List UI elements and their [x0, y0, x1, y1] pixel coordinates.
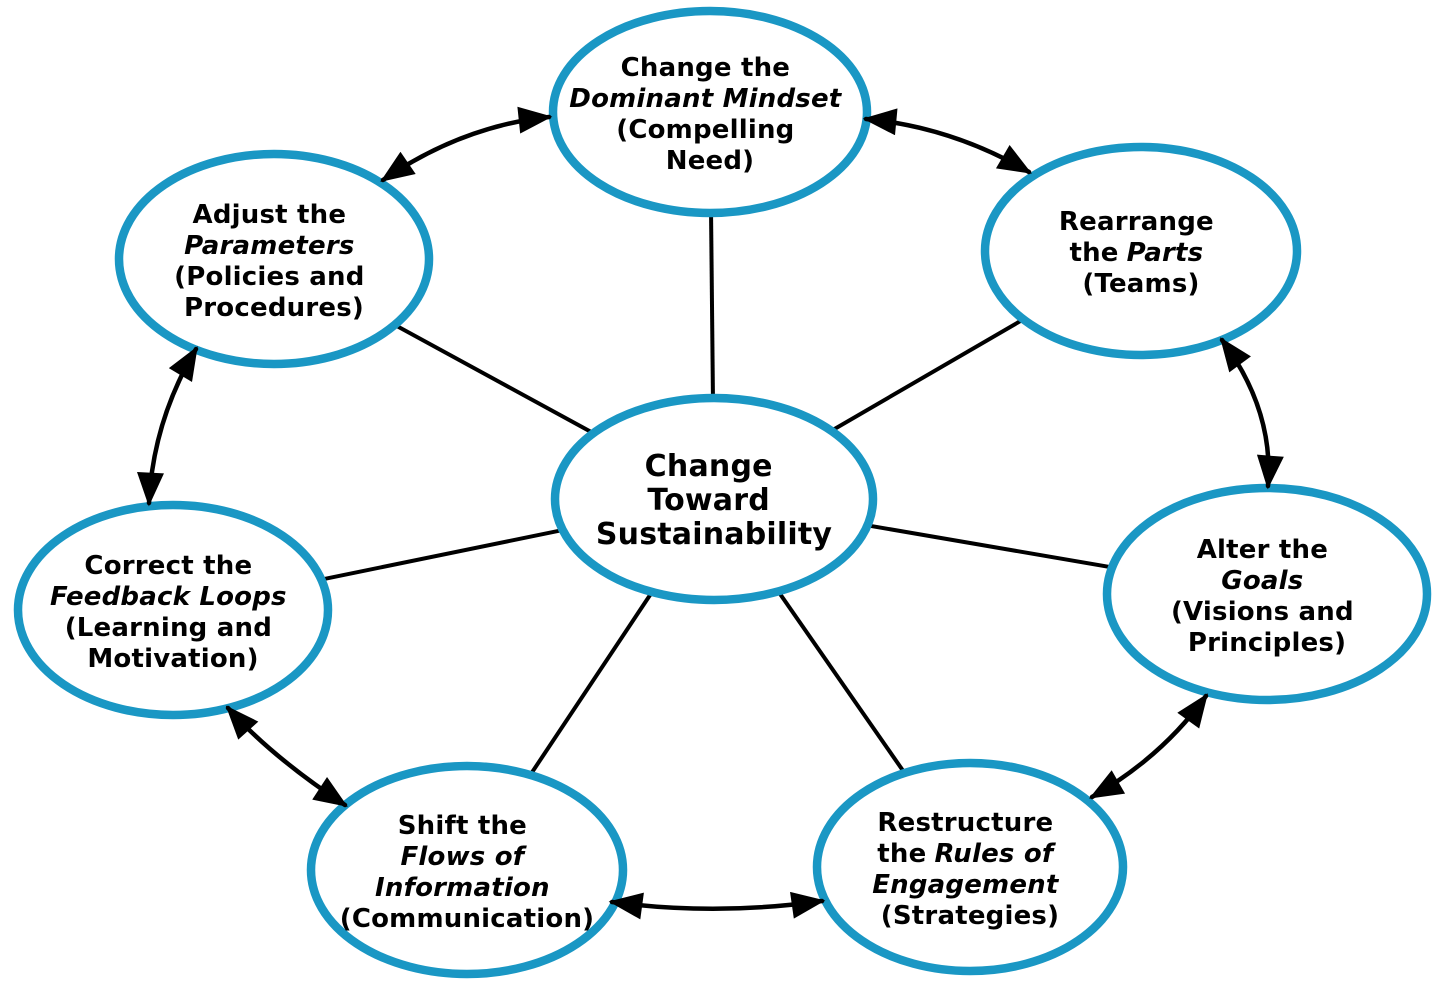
label-line: Change — [645, 449, 773, 484]
label-line: Principles) — [1188, 628, 1346, 658]
label-adjust-parameters: Adjust the Parameters (Policies and Proc… — [174, 200, 374, 323]
label-center-hub: Change Toward Sustainability — [596, 449, 833, 552]
label-restructure-rules: Restructure the Rules of Engagement (Stra… — [872, 808, 1068, 931]
label-line: Flows of — [400, 842, 527, 872]
ellipse-shift-flows — [306, 761, 628, 979]
label-line: Rearrange — [1059, 207, 1214, 237]
label-correct-feedback: Correct the Feedback Loops (Learning and… — [50, 551, 296, 674]
ellipse-restructure-rules — [812, 758, 1128, 976]
label-segment: Rules of — [934, 839, 1056, 869]
label-line: Restructure — [877, 808, 1053, 838]
label-line: (Visions and — [1171, 597, 1354, 627]
label-line: (Strategies) — [881, 901, 1059, 931]
label-line: Engagement — [872, 870, 1060, 900]
label-dominant-mindset: Change the Dominant Mindset (Compelling … — [569, 53, 850, 176]
label-line: Goals — [1221, 566, 1303, 596]
label-segment: the — [877, 839, 926, 869]
arrow-mindset-rearrange — [862, 108, 1032, 175]
label-line: Toward — [647, 483, 770, 518]
label-line: Alter the — [1197, 535, 1328, 565]
label-shift-flows: Shift the Flows of Information (Communic… — [340, 811, 595, 934]
label-line: Motivation) — [87, 644, 258, 674]
label-alter-goals: Alter the Goals (Visions and Principles) — [1171, 535, 1363, 658]
arrow-correct-adjust — [137, 346, 199, 507]
ellipse-center-hub — [550, 393, 878, 605]
label-segment: the — [1069, 238, 1118, 268]
peer-arrows — [137, 106, 1284, 920]
label-line: the Parts — [1069, 238, 1203, 268]
arrow-adjust-mindset — [380, 106, 553, 183]
label-line: (Learning and — [65, 613, 272, 643]
ellipse-adjust-parameters — [114, 149, 434, 369]
label-line: Parameters — [184, 231, 354, 261]
label-rearrange-parts: Rearrange the Parts (Teams) — [1059, 207, 1223, 299]
label-line: Change the — [621, 53, 791, 83]
label-segment: Parts — [1127, 238, 1204, 268]
arrow-restructure-shift — [608, 891, 826, 920]
arrow-shift-correct — [225, 705, 348, 808]
label-line: Correct the — [84, 551, 252, 581]
label-line: Procedures) — [184, 293, 364, 323]
arrow-alter-restructure — [1089, 693, 1209, 800]
label-line: (Compelling — [616, 115, 794, 145]
arrow-rearrange-alter — [1219, 337, 1284, 490]
label-line: Shift the — [398, 811, 527, 841]
label-line: the Rules of — [877, 839, 1057, 869]
label-line: Information — [375, 873, 550, 903]
label-line: Dominant Mindset — [569, 84, 843, 114]
label-line: Feedback Loops — [50, 582, 287, 612]
label-line: (Policies and — [174, 262, 364, 292]
label-line: Adjust the — [193, 200, 347, 230]
node-ellipses — [13, 6, 1432, 979]
label-line: (Teams) — [1082, 269, 1199, 299]
node-labels: Change Toward Sustainability Change the … — [50, 53, 1363, 934]
label-line: Sustainability — [596, 517, 833, 552]
label-line: (Communication) — [340, 904, 595, 934]
label-line: Need) — [666, 146, 755, 176]
ellipse-rearrange-parts — [980, 142, 1302, 360]
